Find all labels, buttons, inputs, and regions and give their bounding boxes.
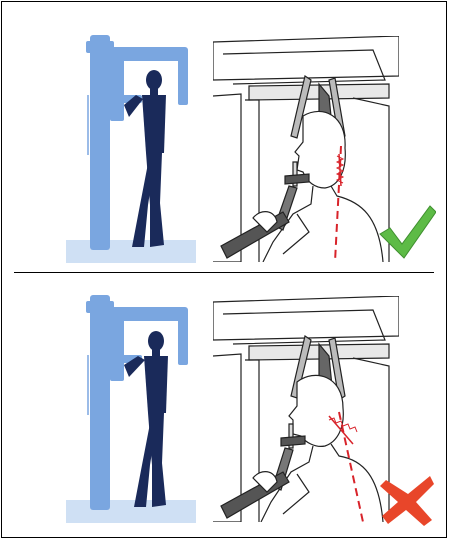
- check-mark-icon: [378, 204, 436, 260]
- floor-base: [66, 240, 196, 263]
- cross-mark-icon: [380, 474, 436, 526]
- machine-diagram-correct: [66, 35, 196, 263]
- row-divider: [14, 272, 434, 273]
- positioning-detail-correct: [213, 36, 399, 262]
- machine-arm: [106, 47, 188, 61]
- machine-column: [90, 295, 110, 510]
- machine-arm: [106, 307, 188, 321]
- floor-base: [66, 500, 196, 523]
- machine-column: [90, 35, 110, 250]
- positioning-detail-incorrect: [213, 296, 399, 522]
- machine-diagram-incorrect: [66, 295, 196, 523]
